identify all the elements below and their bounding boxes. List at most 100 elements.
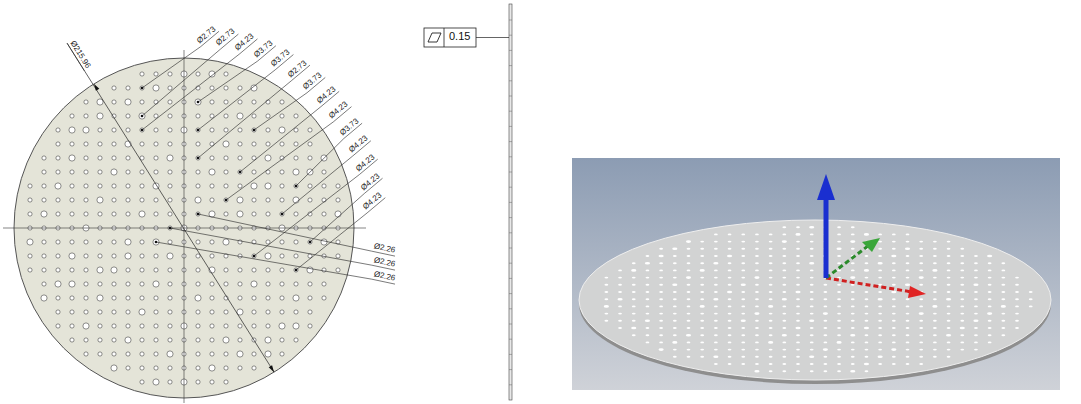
- hole-dot: [700, 356, 704, 358]
- hole-dot: [796, 305, 800, 307]
- hole-dot: [878, 334, 882, 336]
- hole-dot: [604, 291, 608, 293]
- hole-dot: [919, 356, 923, 358]
- hole: [70, 184, 74, 188]
- hole-dot: [782, 370, 786, 372]
- leader-line: [198, 80, 292, 158]
- hole-dot: [686, 240, 691, 243]
- hole-dot: [646, 277, 650, 279]
- hole: [84, 100, 88, 104]
- hole: [153, 85, 159, 91]
- hole: [196, 114, 200, 118]
- hole: [322, 282, 326, 286]
- hole: [196, 212, 200, 216]
- hole: [224, 352, 228, 356]
- hole: [210, 100, 214, 104]
- hole-dot: [714, 277, 718, 279]
- leader-line: [282, 156, 353, 214]
- hole-dot: [906, 349, 910, 351]
- hole: [70, 170, 74, 174]
- hole-dot: [905, 284, 910, 287]
- hole: [223, 337, 229, 343]
- side-tick: [509, 50, 512, 51]
- hole: [266, 100, 270, 104]
- hole-dot: [823, 291, 827, 293]
- hole: [70, 324, 74, 328]
- dimension-arrowhead: [269, 365, 274, 372]
- hole-dot: [646, 291, 650, 293]
- leader-line: [254, 174, 359, 256]
- hole-dot: [755, 233, 759, 235]
- hole: [84, 142, 88, 146]
- dimension-line: [67, 43, 274, 372]
- hole: [28, 198, 32, 202]
- hole-dot: [919, 284, 923, 286]
- hole: [238, 86, 242, 90]
- hole-dot: [754, 276, 759, 279]
- hole-dot: [728, 320, 732, 322]
- hole-dot: [947, 255, 951, 257]
- hole: [265, 253, 271, 259]
- hole: [126, 114, 130, 118]
- hole: [42, 184, 46, 188]
- leader-tip: [295, 269, 298, 272]
- hole: [126, 310, 130, 314]
- z-axis: [824, 198, 829, 278]
- hole-callout: Ø4.23: [315, 84, 338, 105]
- hole-dot: [755, 255, 759, 257]
- hole-dot: [878, 363, 882, 365]
- hole-dot: [946, 334, 951, 337]
- hole-dot: [850, 240, 855, 243]
- hole: [196, 72, 200, 76]
- hole: [112, 352, 116, 356]
- hole: [69, 155, 75, 161]
- hole-dot: [728, 248, 732, 250]
- hole-dot: [618, 291, 622, 293]
- hole-dot: [933, 284, 937, 286]
- hole-dot: [878, 262, 883, 265]
- hole: [279, 323, 285, 329]
- hole-dot: [1001, 291, 1005, 293]
- hole-dot: [892, 341, 896, 343]
- hole-dot: [618, 305, 622, 307]
- hole-dot: [974, 327, 978, 329]
- hole-dot: [836, 341, 841, 344]
- hole-dot: [864, 363, 869, 366]
- hole: [42, 268, 46, 272]
- hole-dot: [713, 356, 718, 359]
- hole-dot: [646, 298, 650, 300]
- hole: [56, 128, 60, 132]
- hole-dot: [810, 241, 814, 243]
- hole-dot: [754, 370, 759, 373]
- hole-dot: [892, 327, 896, 329]
- hole: [154, 212, 158, 216]
- hole: [210, 128, 214, 132]
- hole: [84, 254, 88, 258]
- hole: [125, 253, 131, 259]
- hole-dot: [646, 341, 650, 343]
- hole-dot: [809, 262, 814, 265]
- hole-dot: [700, 277, 704, 279]
- hole-dot: [755, 248, 759, 250]
- hole-callout: Ø4.23: [361, 191, 384, 212]
- hole-dot: [960, 298, 964, 300]
- hole: [111, 267, 117, 273]
- hole-dot: [769, 241, 773, 243]
- leader-tip: [197, 213, 200, 216]
- leader-tip: [141, 129, 144, 132]
- hole: [252, 170, 256, 174]
- hole-dot: [960, 248, 964, 250]
- leader-line: [156, 242, 372, 279]
- hole-dot: [892, 313, 896, 315]
- hole-dot: [988, 341, 992, 343]
- hole-dot: [919, 248, 923, 250]
- hole-dot: [728, 305, 732, 307]
- hole: [322, 170, 326, 174]
- leader-line: [296, 213, 367, 270]
- hole-dot: [769, 233, 773, 235]
- hole-dot: [796, 320, 800, 322]
- side-tick: [509, 339, 512, 340]
- hole-dots: [604, 226, 1033, 373]
- hole-dot: [1001, 313, 1005, 315]
- hole-dot: [851, 320, 855, 322]
